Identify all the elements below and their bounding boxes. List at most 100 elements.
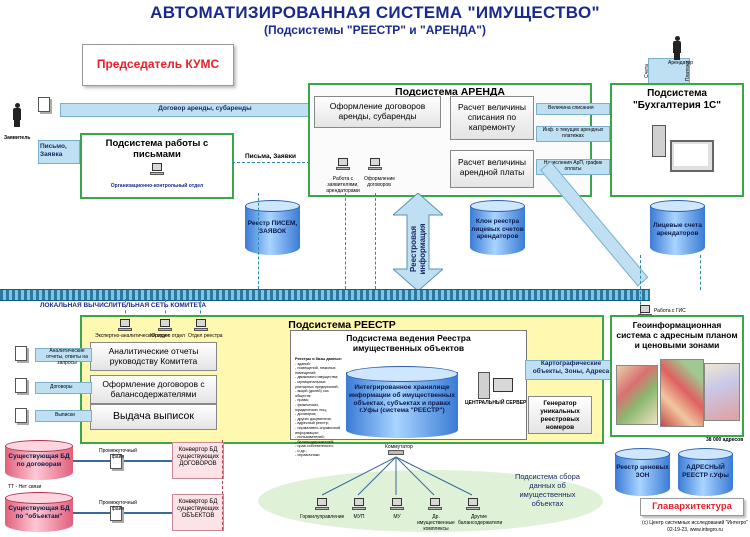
address-count: 38 000 адресов xyxy=(706,437,744,443)
central-server-label: ЦЕНТРАЛЬНЫЙ СЕРВЕР xyxy=(465,400,527,406)
accounting-label-tenant: Арендатор xyxy=(668,60,694,66)
footer-contact: 02-19-23, www.integro.ru xyxy=(667,527,723,533)
hub-label: Коммутатор xyxy=(385,444,413,450)
gis-subsystem: Геоинформационная система с адресным пла… xyxy=(610,315,744,437)
letters-arrow-line xyxy=(232,162,310,163)
reestr-title: Подсистема РЕЕСТР xyxy=(288,319,396,331)
lan-connector xyxy=(345,193,346,289)
flow-writeoff-label: Величина списания xyxy=(548,105,594,111)
intermediate-file-icon xyxy=(110,454,122,469)
glavarkhitektura-box: Главархитектура xyxy=(640,498,744,516)
accounting-label-payments: Платежи xyxy=(685,60,692,82)
node-computer-icon xyxy=(352,498,366,510)
collection-links xyxy=(321,456,473,496)
integrated-storage-db: Интегрированное хранилище информации об … xyxy=(346,366,458,438)
calc-capital-box: Расчет величины списания по капремонту xyxy=(450,96,534,140)
clone-accounts-db: Клон реестра лицевых счетов арендаторов xyxy=(470,200,525,255)
node-label-1: Горжилуправление xyxy=(300,514,345,520)
applicant-icon xyxy=(12,103,22,127)
gis-title: Геоинформационная система с адресным пла… xyxy=(616,320,738,350)
output-contracts-arrow xyxy=(35,382,92,394)
reports-box: Аналитические отчеты руководству Комитет… xyxy=(90,342,217,371)
conversion-note: ТТ - Нет связи xyxy=(8,484,42,490)
applicant-input-arrow xyxy=(38,140,80,164)
node-computer-icon xyxy=(315,498,329,510)
reestr-workstation-2: Юридич. отдел xyxy=(150,333,185,339)
calc-rent-box: Расчет величины арендной платы xyxy=(450,150,534,188)
lan-connector xyxy=(375,193,376,289)
collection-title: Подсистема сбора данных об имущественных… xyxy=(515,472,580,508)
chairman-label: Председатель КУМС xyxy=(96,57,220,71)
reestr-workstation-3: Отдел реестра xyxy=(188,333,223,339)
gis-map-image-1 xyxy=(616,365,658,425)
server-monitor-icon xyxy=(492,378,514,396)
arenda-workstation-1: Работа с заявителями, арендаторами xyxy=(326,176,360,194)
applicant-label: Заявитель xyxy=(4,135,31,141)
gis-map-image-2 xyxy=(660,359,704,427)
flow-writeoff xyxy=(536,103,610,115)
objects-converter-box: Конвертор БД существующих ОБЪЕКТОВ xyxy=(172,494,224,531)
letters-title: Подсистема работы с письмами xyxy=(105,138,209,160)
page-subtitle: (Подсистемы "РЕЕСТР" и "АРЕНДА") xyxy=(264,23,486,37)
conversion-arrow xyxy=(73,460,173,462)
flow-payments-label: Инф. о текущих арендных платежах xyxy=(542,127,604,139)
lan-connector xyxy=(640,255,641,315)
gis-map-image-3 xyxy=(704,363,740,421)
footer-copyright: (с) Центр системных исследований "Интегр… xyxy=(642,520,748,526)
computer-icon xyxy=(158,319,172,331)
accounting-top-band xyxy=(648,58,690,85)
chairman-box: Председатель КУМС xyxy=(82,44,234,86)
computer-icon xyxy=(368,158,382,170)
node-label-4: Др. имущественные комплексы xyxy=(417,514,455,532)
tenant-accounts-db: Лицевые счета арендаторов xyxy=(650,200,705,255)
gis-workstation-label: Работа с ГИС xyxy=(654,308,686,314)
contracts-box: Оформление договоров с балансодержателям… xyxy=(90,375,217,404)
accounting-subsystem: Подсистема "Бухгалтерия 1С" xyxy=(610,83,744,197)
accounting-title: Подсистема "Бухгалтерия 1С" xyxy=(633,88,721,111)
existing-contracts-db: Существующая БД по договорам xyxy=(5,440,73,480)
hub-icon xyxy=(388,450,404,456)
letters-subsystem: Подсистема работы с письмами Организацио… xyxy=(80,133,234,199)
conversion-arrow xyxy=(73,512,173,514)
node-computer-icon xyxy=(428,498,442,510)
lease-contract-label: Договор аренды, субаренды xyxy=(158,105,252,112)
lan-label: ЛОКАЛЬНАЯ ВЫЧИСЛИТЕЛЬНАЯ СЕТЬ КОМИТЕТА xyxy=(40,302,207,309)
arenda-workstation-2: Оформление договоров xyxy=(364,176,396,188)
server-icon xyxy=(652,125,666,157)
registry-info-label: Реестровая информация xyxy=(409,223,427,275)
computer-icon xyxy=(194,319,208,331)
output-contracts-label: Договоры xyxy=(50,384,73,390)
intermediate-file-icon xyxy=(110,506,122,521)
computer-icon xyxy=(118,319,132,331)
page-title: АВТОМАТИЗИРОВАННАЯ СИСТЕМА "ИМУЩЕСТВО" xyxy=(150,3,600,22)
arenda-title: Подсистема АРЕНДА xyxy=(395,86,505,98)
intermediate-file-2: Промежуточный файл xyxy=(99,500,137,512)
arenda-contracts-box: Оформление договоров аренды, субаренды xyxy=(314,96,441,128)
reestr-workstation-1: Экспертно-аналитический отдел xyxy=(95,333,171,339)
address-registry-db: АДРЕСНЫЙ РЕЕСТР г.Уфы xyxy=(678,448,733,496)
registry-sections-list: Реестры и базы данных: - зданий;- помеще… xyxy=(295,357,343,458)
lan-connector xyxy=(200,299,201,319)
converter-connector xyxy=(222,440,223,530)
central-server-icon xyxy=(478,372,490,399)
intermediate-file-1: Промежуточный файл xyxy=(99,448,137,460)
report-document-icon xyxy=(15,346,27,361)
output-reports-label: Аналитические отчеты, ответы на запросы xyxy=(46,348,88,366)
lan-connector xyxy=(700,255,701,290)
number-generator-box: Генератор уникальных реестровых номеров xyxy=(528,396,592,434)
contracts-converter-box: Конвертор БД существующих ДОГОВОРОВ xyxy=(172,442,224,479)
extract-document-icon xyxy=(15,408,27,423)
letters-registry-db: Реестр ПИСЕМ, ЗАЯВОК xyxy=(245,200,300,255)
node-label-2: МУП xyxy=(353,514,365,520)
cartographic-label: Картографические объекты, Зоны, Адреса xyxy=(532,360,610,375)
node-label-3: МУ xyxy=(393,514,401,520)
lan-band xyxy=(0,289,650,301)
lan-connector xyxy=(258,193,259,289)
output-extracts-arrow xyxy=(35,410,92,422)
extracts-box: Выдача выписок xyxy=(90,404,217,430)
lan-connector xyxy=(165,299,166,319)
output-extracts-label: Выписки xyxy=(55,412,75,418)
letters-arrow-label: Письма, Заявки xyxy=(245,153,296,160)
applicant-input-label: Письмо, Заявка xyxy=(40,143,67,158)
output-reports-arrow xyxy=(35,348,92,362)
